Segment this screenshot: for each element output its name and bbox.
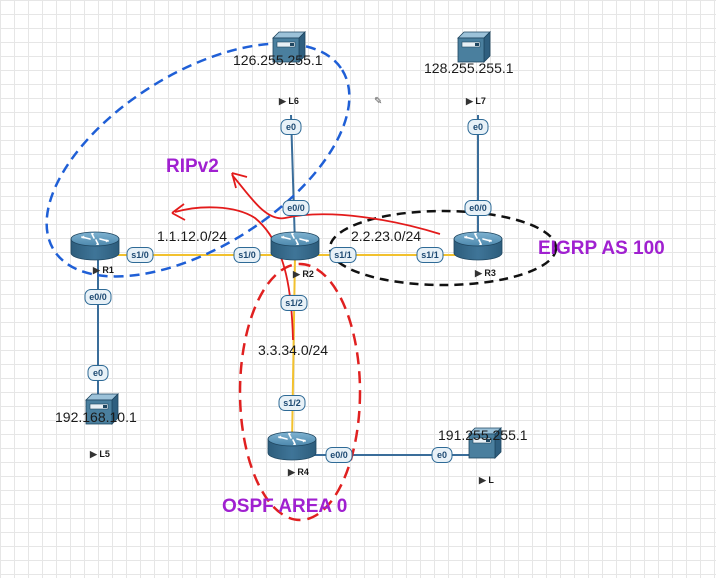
link-r2-l6[interactable] (290, 114, 296, 246)
svg-text:e0/0: e0/0 (330, 450, 348, 460)
subnet-r2-r4: 3.3.34.0/24 (258, 342, 328, 358)
host-label-l7: ▶ L7 (465, 96, 486, 106)
svg-text:s1/2: s1/2 (285, 298, 303, 308)
port-l6-e0[interactable]: e0 (280, 119, 302, 135)
router-label-r1: ▶ R1 (92, 265, 114, 275)
port-r1-s1-0[interactable]: s1/0 (126, 247, 154, 263)
svg-text:e0: e0 (286, 122, 296, 132)
port-l-e0[interactable]: e0 (431, 447, 453, 463)
svg-text:e0/0: e0/0 (469, 203, 487, 213)
protocol-label-rip: RIPv2 (166, 156, 219, 177)
host-ip-l: 191.255.255.1 (438, 427, 528, 443)
subnet-r1-r2: 1.1.12.0/24 (157, 228, 227, 244)
host-l5[interactable]: 192.168.10.1 ▶ L5 (55, 393, 137, 459)
host-ip-l7: 128.255.255.1 (424, 60, 514, 76)
subnet-labels: 1.1.12.0/24 2.2.23.0/24 3.3.34.0/24 (157, 228, 421, 358)
router-label-r3: ▶ R3 (474, 268, 496, 278)
svg-text:e0: e0 (437, 450, 447, 460)
mouse-cursor-icon: ✎ (374, 96, 382, 107)
subnet-r2-r3: 2.2.23.0/24 (351, 228, 421, 244)
port-l5-e0[interactable]: e0 (87, 365, 109, 381)
svg-text:s1/2: s1/2 (283, 398, 301, 408)
router-label-r4: ▶ R4 (287, 467, 309, 477)
port-r1-e0-0[interactable]: e0/0 (84, 289, 112, 305)
port-r2-s1-2[interactable]: s1/2 (280, 295, 308, 311)
svg-text:e0/0: e0/0 (89, 292, 107, 302)
router-r4[interactable]: ▶ R4 (267, 431, 317, 477)
router-label-r2: ▶ R2 (292, 269, 314, 279)
host-label-l6: ▶ L6 (278, 96, 299, 106)
arrow-ospf-to-rip-head (171, 203, 186, 221)
port-l7-e0[interactable]: e0 (467, 119, 489, 135)
svg-text:s1/1: s1/1 (421, 250, 439, 260)
host-ip-l6: 126.255.255.1 (233, 52, 323, 68)
ospf-zone (238, 262, 362, 522)
protocol-label-eigrp: EIGRP AS 100 (538, 238, 665, 259)
rip-zone (45, 42, 351, 278)
protocol-label-ospf: OSPF AREA 0 (222, 496, 347, 517)
arrow-eigrp-to-rip (231, 174, 441, 235)
host-ip-l5: 192.168.10.1 (55, 409, 137, 425)
port-r2-e0-0[interactable]: e0/0 (282, 200, 310, 216)
port-r2-s1-1[interactable]: s1/1 (329, 247, 357, 263)
host-l6[interactable]: 126.255.255.1 ▶ L6 (233, 31, 323, 106)
svg-text:s1/0: s1/0 (131, 250, 149, 260)
router-r1[interactable]: ▶ R1 (70, 231, 120, 275)
port-r3-e0-0[interactable]: e0/0 (464, 200, 492, 216)
svg-text:s1/0: s1/0 (238, 250, 256, 260)
svg-text:e0: e0 (93, 368, 103, 378)
eigrp-zone (328, 209, 558, 287)
port-r3-s1-1[interactable]: s1/1 (416, 247, 444, 263)
host-l[interactable]: 191.255.255.1 ▶ L (438, 427, 528, 485)
router-r2[interactable]: ▶ R2 (270, 231, 320, 279)
host-label-l: ▶ L (478, 475, 494, 485)
router-r3[interactable]: ▶ R3 (453, 231, 503, 278)
port-r2-s1-0[interactable]: s1/0 (233, 247, 261, 263)
link-r2-r4[interactable] (291, 254, 296, 446)
host-label-l5: ▶ L5 (89, 449, 110, 459)
svg-text:e0: e0 (473, 122, 483, 132)
port-r4-e0-0[interactable]: e0/0 (325, 447, 353, 463)
host-l7[interactable]: 128.255.255.1 ▶ L7 (424, 31, 514, 106)
protocol-zones (45, 42, 558, 522)
port-r4-s1-2[interactable]: s1/2 (278, 395, 306, 411)
svg-text:e0/0: e0/0 (287, 203, 305, 213)
arrow-eigrp-to-rip-head (231, 172, 248, 189)
svg-text:s1/1: s1/1 (334, 250, 352, 260)
port-badges: s1/0 s1/0 s1/1 s1/1 s1/2 s1/2 e0/0 e0 (84, 119, 492, 463)
